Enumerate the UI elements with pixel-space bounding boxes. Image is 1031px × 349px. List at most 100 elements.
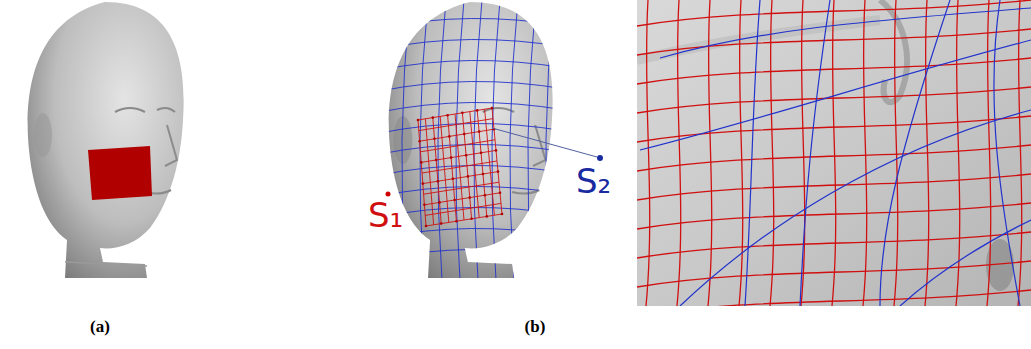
mesh-line: [745, 0, 760, 306]
mesh-line: [380, 207, 565, 217]
mesh-line: [564, 0, 572, 280]
marked-region: [88, 146, 152, 200]
mesh-line: [900, 220, 1031, 306]
mesh-line: [637, 203, 1031, 229]
mesh-line: [423, 172, 498, 184]
source-label: S₁: [368, 198, 403, 232]
mesh-node: [433, 138, 436, 141]
mesh-line: [425, 203, 501, 215]
mesh-line: [380, 186, 565, 196]
mesh-line: [380, 81, 565, 91]
mesh-node: [486, 215, 489, 218]
mesh-node: [452, 178, 455, 181]
mesh-line: [426, 214, 502, 226]
mesh-line: [677, 0, 681, 306]
mesh-node: [437, 180, 440, 183]
mesh-node: [497, 170, 500, 173]
mesh-node: [478, 130, 481, 133]
mesh-line: [800, 0, 830, 306]
mesh-line: [380, 39, 565, 49]
mesh-node: [465, 154, 468, 157]
mesh-node: [499, 192, 502, 195]
mesh-line: [646, 0, 650, 306]
mesh-node: [453, 199, 456, 202]
mesh-node: [468, 196, 471, 199]
mesh-line: [492, 108, 502, 214]
mesh-node: [438, 201, 441, 204]
mesh-line: [424, 182, 499, 194]
source-label: S₂: [576, 164, 611, 198]
mesh-line: [380, 228, 565, 238]
mesh-line: [424, 193, 500, 205]
mesh-node: [463, 133, 466, 136]
mesh-line: [770, 0, 774, 306]
mesh-node: [461, 112, 464, 115]
mesh-line: [546, 0, 554, 280]
mesh-node: [491, 107, 494, 110]
mesh-node: [418, 140, 421, 143]
mesh-node: [446, 114, 449, 117]
panel-label: (a): [90, 318, 110, 335]
mesh-line: [660, 8, 1031, 58]
mesh-line: [485, 109, 495, 215]
mesh-node: [450, 156, 453, 159]
projection-line: [492, 128, 597, 157]
mesh-node: [484, 194, 487, 197]
mesh-line: [637, 174, 1031, 200]
mesh-line: [455, 114, 464, 220]
mesh-node: [440, 222, 443, 225]
mesh-node: [470, 218, 473, 221]
mesh-line: [474, 0, 482, 280]
source-point-2: [597, 155, 603, 161]
mesh-node: [455, 220, 458, 223]
mesh-node: [422, 182, 425, 185]
mesh-line: [637, 290, 1031, 306]
mesh-node: [423, 204, 426, 207]
mesh-line: [863, 0, 867, 306]
mesh-line: [380, 249, 565, 259]
mesh-line: [477, 110, 487, 216]
mesh-line: [739, 0, 743, 306]
mesh-line: [456, 0, 464, 280]
mesh-line: [380, 123, 565, 133]
mesh-line: [987, 0, 991, 306]
mesh-line: [637, 87, 1031, 113]
mesh-line: [880, 0, 950, 306]
mesh-line: [640, 40, 1031, 150]
mesh-line: [380, 102, 565, 112]
mesh-line: [994, 0, 1020, 306]
mesh-line: [510, 0, 518, 280]
mesh-line: [380, 18, 565, 28]
red-mesh-grid: [417, 107, 504, 228]
mesh-line: [832, 0, 836, 306]
mesh-node: [435, 159, 438, 162]
mesh-line: [380, 60, 565, 70]
mesh-node: [480, 152, 483, 155]
mesh-line: [380, 165, 565, 175]
mesh-node: [448, 135, 451, 138]
mesh-node: [501, 213, 504, 216]
blue-mesh-grid: [380, 0, 572, 280]
mesh-node: [432, 116, 435, 119]
mesh-node: [417, 119, 420, 122]
panel-label: (b): [525, 318, 546, 335]
mesh-node: [420, 161, 423, 164]
mesh-line: [637, 29, 1031, 55]
mesh-node: [467, 175, 470, 178]
mesh-line: [637, 58, 1031, 84]
mesh-node: [495, 149, 498, 152]
mesh-line: [402, 0, 410, 280]
mesh-line: [637, 232, 1031, 258]
mesh-node: [482, 173, 485, 176]
mesh-line: [1018, 0, 1022, 306]
mesh-line: [680, 110, 1031, 306]
mesh-line: [470, 112, 479, 218]
zoomed-view: [637, 0, 1031, 306]
mesh-node: [476, 109, 479, 112]
mesh-line: [894, 0, 898, 306]
mesh-node: [425, 225, 428, 228]
mesh-line: [462, 113, 471, 219]
source-point-1: [386, 192, 391, 197]
head-model-a: [28, 2, 184, 278]
